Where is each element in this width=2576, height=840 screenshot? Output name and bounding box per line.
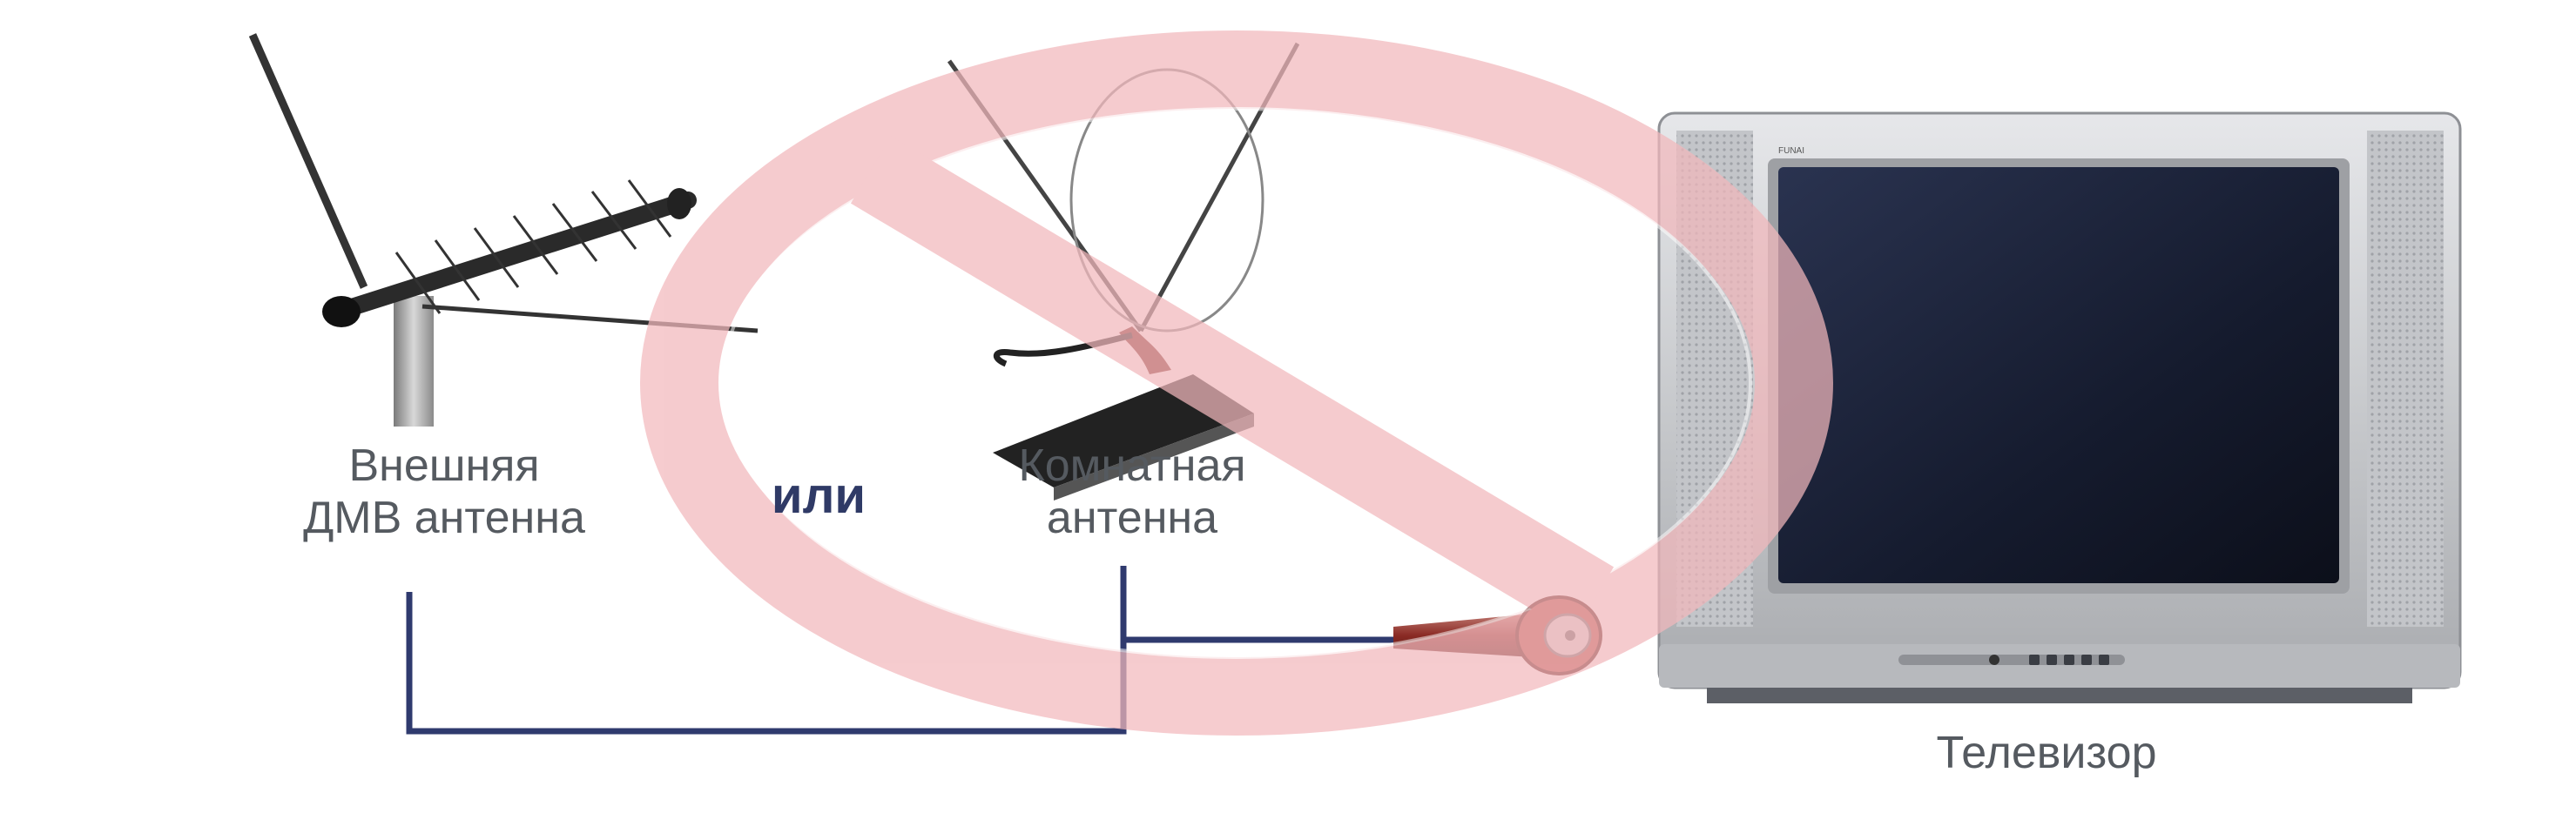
tv-brand-logo: FUNAI (1778, 146, 1804, 156)
antenna-boom-end (322, 296, 361, 327)
tv-screen (1778, 167, 2339, 583)
tv-speaker-right (2367, 131, 2444, 627)
tv-label: Телевизор (1898, 727, 2195, 779)
tv-bottom-panel (1659, 644, 2460, 688)
antenna-reflector-rod (253, 35, 364, 287)
or-label: или (749, 470, 888, 522)
indoor-antenna-label-line2: антенна (984, 492, 1280, 544)
tv-power-led (1989, 655, 1999, 665)
antenna-boom (338, 200, 688, 312)
indoor-antenna-label-line1: Комнатная (984, 440, 1280, 492)
antenna-boom-tip (667, 188, 691, 219)
outdoor-antenna-label-line1: Внешняя (287, 440, 601, 492)
antenna-mast (394, 296, 434, 427)
tv-stand (1707, 688, 2412, 703)
indoor-antenna-label: Комнатная антенна (984, 440, 1280, 544)
outdoor-antenna-label-line2: ДМВ антенна (287, 492, 601, 544)
prohibition-sign (679, 70, 1794, 696)
outdoor-antenna-label: Внешняя ДМВ антенна (287, 440, 601, 544)
